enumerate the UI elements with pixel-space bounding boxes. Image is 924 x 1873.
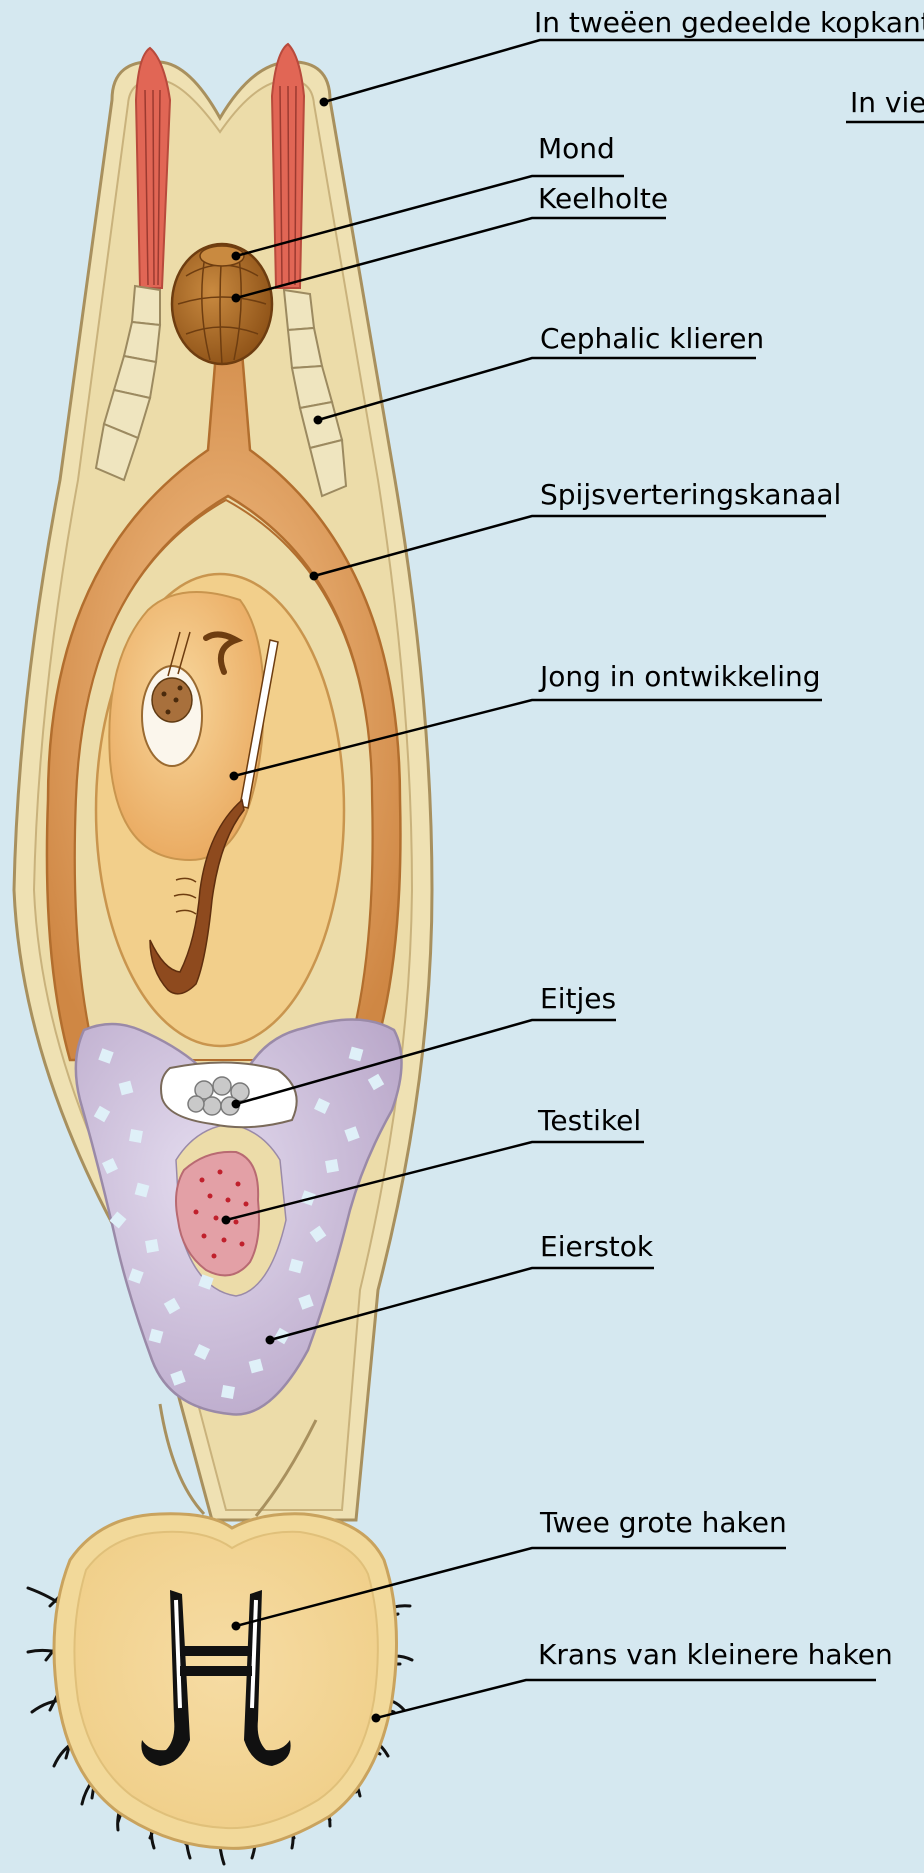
leader-krans (376, 1680, 876, 1718)
label-jong: Jong in ontwikkeling (538, 660, 821, 693)
label-kopkant: In tweëen gedeelde kopkant (534, 6, 924, 39)
developing-young (96, 574, 344, 1046)
label-eierstok: Eierstok (540, 1230, 654, 1263)
label-spijs: Spijsverteringskanaal (540, 478, 841, 511)
leader-kopkant (324, 40, 924, 102)
label-eitjes: Eitjes (540, 982, 616, 1015)
tail-disc (54, 1514, 397, 1849)
label-mond: Mond (538, 132, 615, 165)
pharynx (172, 244, 272, 364)
label-krans: Krans van kleinere haken (538, 1638, 893, 1671)
labels: In tweëen gedeelde kopkant In vie Mond K… (534, 6, 924, 1671)
label-haken: Twee grote haken (539, 1506, 787, 1539)
label-cephalic: Cephalic klieren (540, 322, 764, 355)
label-vier: In vie (850, 86, 924, 119)
label-testikel: Testikel (537, 1104, 641, 1137)
label-keelholte: Keelholte (538, 182, 668, 215)
